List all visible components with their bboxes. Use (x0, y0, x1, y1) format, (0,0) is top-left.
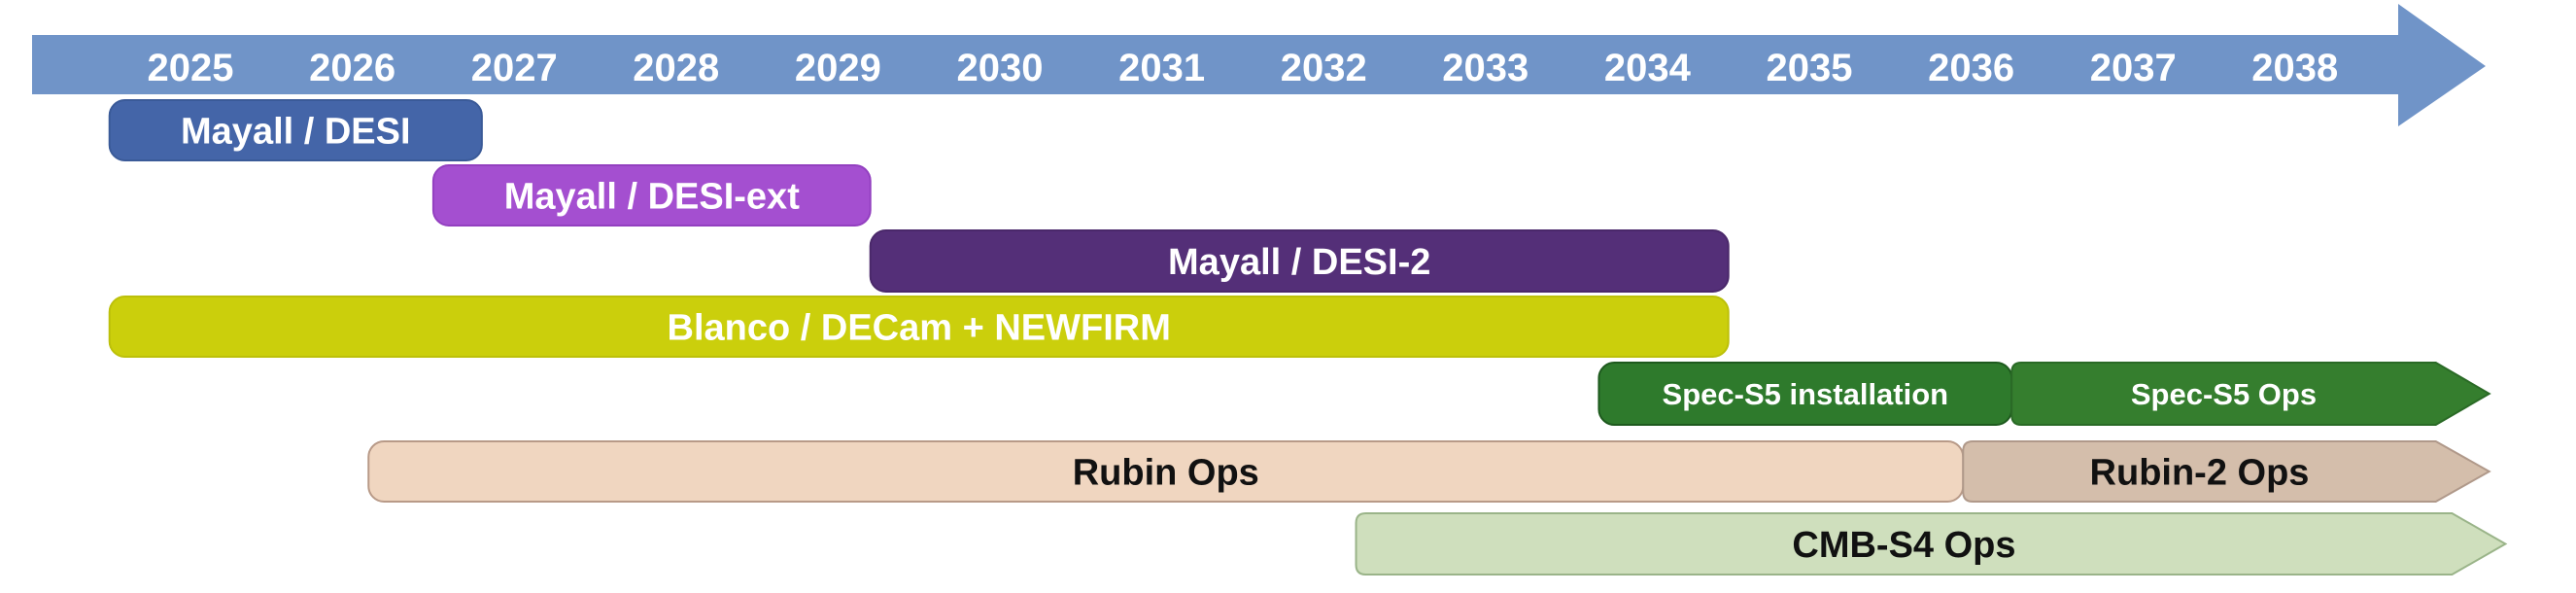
year-label: 2033 (1442, 47, 1528, 89)
year-label: 2027 (471, 47, 558, 89)
year-labels: 2025 2026 2027 2028 2029 2030 2031 2032 2033 2034… (148, 47, 2339, 89)
bar-shape (108, 296, 1730, 358)
year-label: 2037 (2090, 47, 2177, 89)
bar-label: Spec-S5 Ops (2131, 377, 2317, 411)
bar-mayall-desi-2: Mayall / DESI-2 (869, 229, 1730, 293)
bar-label: Blanco / DECam + NEWFIRM (668, 308, 1171, 349)
bar-mayall-desi-ext: Mayall / DESI-ext (431, 164, 872, 227)
bar-spec-s5-ops: Spec-S5 Ops (2010, 362, 2491, 426)
bar-rubin-2-ops: Rubin-2 Ops (1962, 440, 2491, 503)
bar-mayall-desi: Mayall / DESI (108, 99, 483, 161)
bar-shape (2010, 362, 2491, 426)
year-label: 2038 (2251, 47, 2338, 89)
year-label: 2031 (1118, 47, 1205, 89)
year-label: 2028 (633, 47, 719, 89)
bar-blanco-decam-newfirm: Blanco / DECam + NEWFIRM (108, 296, 1730, 358)
year-label: 2032 (1281, 47, 1367, 89)
bar-label: Mayall / DESI (181, 112, 411, 153)
bar-shape (1962, 440, 2491, 503)
year-label: 2035 (1767, 47, 1853, 89)
year-label: 2034 (1604, 47, 1692, 89)
year-label: 2026 (309, 47, 395, 89)
bar-label: CMB-S4 Ops (1792, 525, 2015, 566)
year-label: 2036 (1928, 47, 2014, 89)
bar-label: Spec-S5 installation (1663, 377, 1949, 411)
year-label: 2030 (957, 47, 1044, 89)
bar-rubin-ops: Rubin Ops (367, 440, 1965, 503)
bar-label: Mayall / DESI-2 (1168, 242, 1430, 283)
bar-shape (108, 99, 483, 161)
bar-spec-s5-installation: Spec-S5 installation (1597, 362, 2013, 426)
bar-cmb-s4-ops: CMB-S4 Ops (1355, 512, 2508, 576)
year-label: 2029 (795, 47, 881, 89)
year-label: 2025 (148, 47, 234, 89)
bar-label: Rubin-2 Ops (2090, 453, 2310, 494)
bar-shape (869, 229, 1730, 293)
bar-shape (431, 164, 872, 227)
bar-label: Mayall / DESI-ext (504, 177, 800, 218)
timeline-arrow (32, 4, 2486, 126)
bar-shape (1355, 512, 2508, 576)
bar-label: Rubin Ops (1073, 453, 1259, 494)
